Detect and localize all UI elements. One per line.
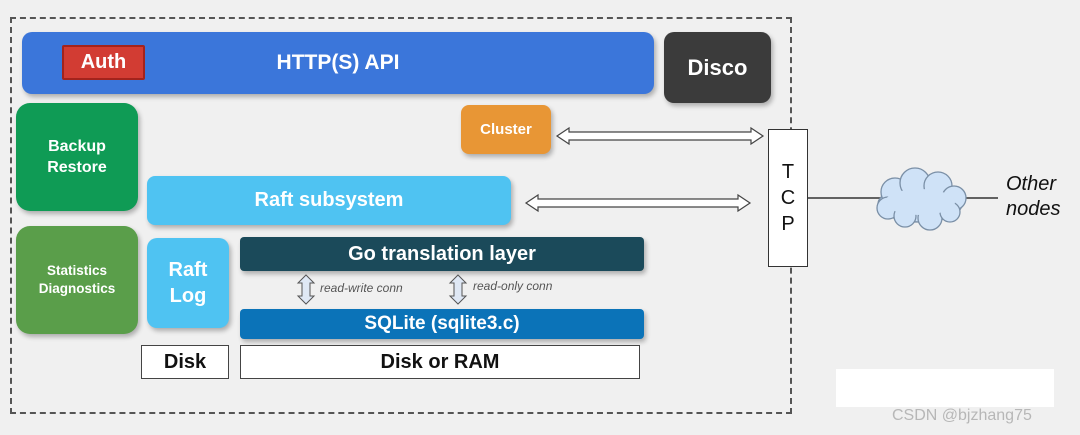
statistics-label: Statistics xyxy=(46,263,108,278)
cluster-box: Cluster xyxy=(461,105,551,154)
watermark: CSDN @bjzhang75 xyxy=(892,407,1032,424)
disk-box: Disk xyxy=(141,345,229,379)
disco-box: Disco xyxy=(664,32,771,103)
other-nodes-line-1: Other xyxy=(1006,173,1057,195)
raft-log-box: Raft Log xyxy=(147,238,229,328)
sqlite-box: SQLite (sqlite3.c) xyxy=(240,309,644,339)
raft-log-label-1: Raft xyxy=(168,259,208,281)
raft-tcp-arrow xyxy=(524,193,752,213)
restore-label: Restore xyxy=(47,159,107,176)
tcp-box: T C P xyxy=(768,129,808,267)
raft-log-label-2: Log xyxy=(169,285,207,307)
read-write-arrow xyxy=(296,274,316,305)
raft-subsystem-box: Raft subsystem xyxy=(147,176,511,225)
tcp-letter-p: P xyxy=(781,213,795,235)
backup-label: Backup xyxy=(48,138,106,155)
blank-area xyxy=(836,369,1054,407)
tcp-letter-c: C xyxy=(780,187,796,209)
backup-restore-box: Backup Restore xyxy=(16,103,138,211)
diagnostics-label: Diagnostics xyxy=(38,281,116,296)
auth-box: Auth xyxy=(62,45,145,80)
tcp-letter-t: T xyxy=(781,161,795,183)
read-only-arrow xyxy=(448,274,468,305)
go-translation-layer-box: Go translation layer xyxy=(240,237,644,271)
statistics-diagnostics-box: Statistics Diagnostics xyxy=(16,226,138,334)
read-write-conn-label: read-write conn xyxy=(320,281,403,295)
http-api-label: HTTP(S) API xyxy=(276,51,400,74)
cluster-tcp-arrow xyxy=(555,126,765,146)
disk-or-ram-box: Disk or RAM xyxy=(240,345,640,379)
read-only-conn-label: read-only conn xyxy=(473,279,553,293)
other-nodes-line-2: nodes xyxy=(1006,198,1061,220)
other-nodes-label: Other nodes xyxy=(1006,172,1076,222)
